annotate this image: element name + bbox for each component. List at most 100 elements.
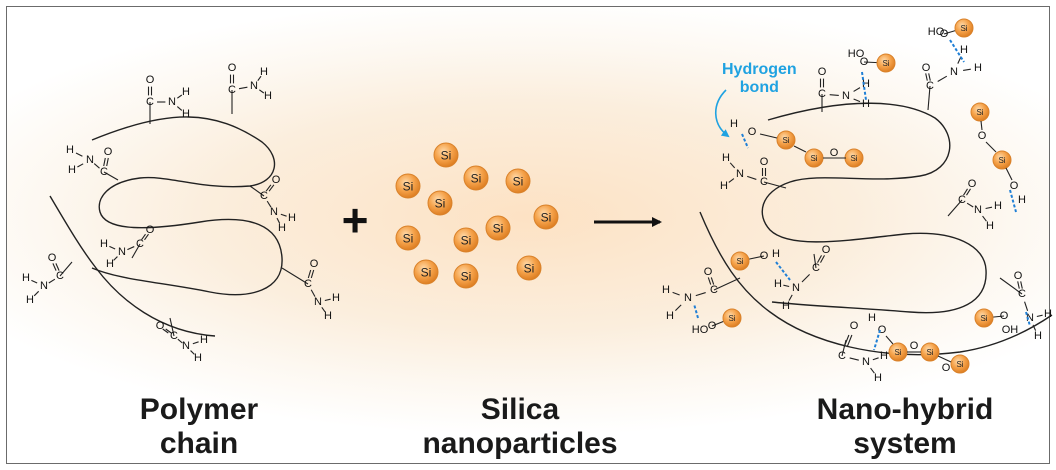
bond: [1032, 324, 1037, 331]
atom-oxygen: O: [940, 28, 949, 40]
polymer-backbone-lower: [49, 195, 216, 337]
bond: [249, 185, 265, 197]
atom-carbon: C: [710, 284, 718, 296]
silica-sphere: [485, 215, 511, 241]
silica-sphere: [395, 225, 421, 251]
atom-carbon: C: [228, 84, 236, 96]
atom-oxygen: O: [310, 258, 319, 270]
silica-sphere: [950, 354, 970, 374]
silica-label: Si: [541, 211, 552, 225]
bond: [131, 243, 141, 259]
atom-oxygen: O: [104, 146, 113, 158]
hybrid-backbone-lower: [699, 211, 1053, 356]
atom-hydrogen: H: [324, 310, 332, 322]
silica-label: Si: [810, 154, 817, 163]
bond: [672, 291, 680, 296]
bond: [238, 86, 248, 90]
atom-carbon: C: [304, 278, 312, 290]
atom-hydrogen: HO: [692, 324, 709, 336]
hydrogen-bond: [1025, 311, 1031, 327]
atom-nitrogen: N: [1026, 312, 1034, 324]
atom-oxygen: O: [968, 178, 977, 190]
bond: [113, 256, 118, 261]
atom-oxygen: O: [910, 340, 919, 352]
atom-oxygen: O: [830, 147, 839, 159]
silica-sphere: [427, 190, 453, 216]
silica-sphere: [453, 263, 479, 289]
double-bond-a: [963, 188, 968, 196]
silica-sphere: [413, 259, 439, 285]
atom-oxygen: O: [1000, 310, 1009, 322]
double-bond-a: [707, 277, 712, 285]
caption-polymer-line2: chain: [159, 427, 239, 460]
silica-label: Si: [960, 24, 967, 33]
bond: [33, 290, 40, 297]
atom-hydrogen: H: [974, 62, 982, 74]
silica-label: Si: [403, 232, 414, 246]
atom-oxygen: O: [878, 324, 887, 336]
silica-particle: Si: [920, 342, 940, 362]
atom-oxygen: O: [146, 74, 155, 86]
bond: [872, 357, 879, 361]
atom-carbon: C: [170, 330, 178, 342]
bond: [276, 217, 281, 224]
atom-hydrogen: H: [774, 278, 782, 290]
silica-sphere: [516, 255, 542, 281]
bond: [937, 355, 952, 363]
hydrogen-bond: [873, 329, 881, 351]
bond: [257, 75, 262, 81]
silica-label: Si: [980, 314, 987, 323]
silica-sphere: [433, 142, 459, 168]
double-bond-b: [846, 334, 853, 348]
atom-oxygen: O: [860, 56, 869, 68]
atom-nitrogen: N: [182, 340, 190, 352]
atom-hydrogen: H: [868, 312, 876, 324]
atom-hydrogen: H: [772, 248, 780, 260]
bond: [763, 181, 787, 189]
atom-hydrogen: H: [1034, 330, 1042, 342]
atom-carbon: C: [260, 190, 268, 202]
hydrogen-bond: [693, 303, 699, 319]
silica-particle: Si: [876, 53, 896, 73]
bond: [177, 94, 183, 99]
atom-hydrogen: H: [880, 350, 888, 362]
atom-hydrogen: H: [662, 284, 670, 296]
silica-sphere: [974, 308, 994, 328]
atom-hydrogen: H: [22, 272, 30, 284]
bond: [103, 171, 119, 181]
hydrogen-bond-pointer: [714, 89, 730, 138]
atom-nitrogen: N: [250, 80, 258, 92]
silica-label: Si: [882, 59, 889, 68]
bond: [729, 162, 736, 169]
silica-label: Si: [421, 266, 432, 280]
silica-sphere: [876, 53, 896, 73]
bond: [192, 341, 199, 345]
atom-nitrogen: N: [950, 66, 958, 78]
silica-sphere: [776, 130, 796, 150]
atom-oxygen: O: [48, 252, 57, 264]
atom-hydrogen: H: [960, 44, 968, 56]
atom-hydrogen: H: [994, 200, 1002, 212]
atom-hydrogen: H: [874, 372, 882, 384]
silica-particle: Si: [992, 150, 1012, 170]
bond: [675, 304, 682, 311]
bond: [980, 120, 983, 131]
bond: [59, 261, 73, 277]
atom-hydrogen: H: [722, 152, 730, 164]
atom-nitrogen: N: [86, 154, 94, 166]
bond: [937, 75, 948, 82]
atom-nitrogen: N: [118, 246, 126, 258]
silica-label: Si: [513, 175, 524, 189]
atom-nitrogen: N: [40, 280, 48, 292]
bond: [1005, 167, 1013, 181]
bond: [947, 199, 963, 217]
double-bond-b: [820, 255, 825, 263]
atom-hydrogen: H: [862, 78, 870, 90]
